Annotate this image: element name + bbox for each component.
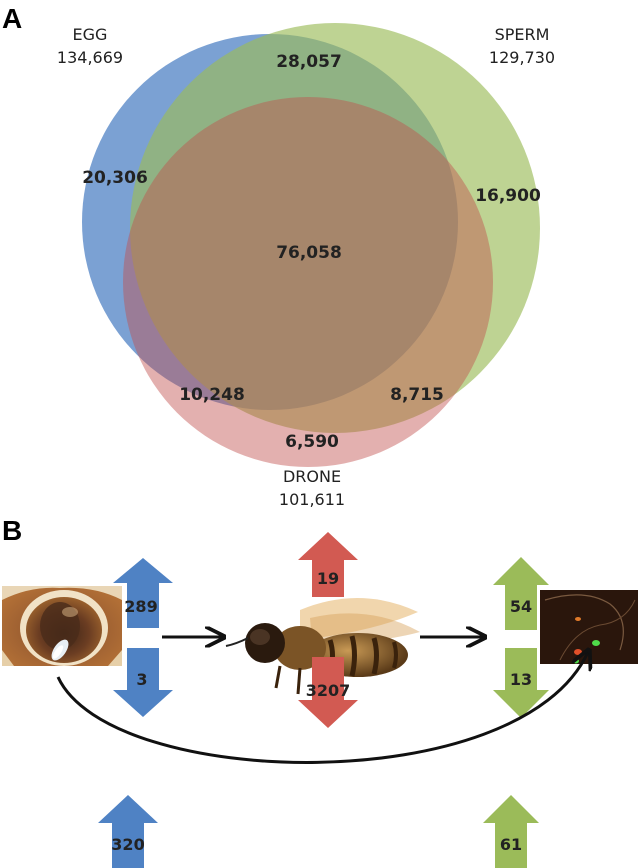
panel-b-label: B (2, 515, 22, 546)
egg-down-arrow (113, 648, 173, 717)
region-egg-only: 20,306 (82, 168, 148, 188)
egg-up-count: 289 (124, 597, 157, 616)
sperm-up-count: 54 (510, 597, 532, 616)
drone-circle (123, 97, 493, 467)
sperm-set-name: SPERM (495, 25, 550, 44)
egg-to-sperm-curve-arrow (56, 652, 588, 764)
sperm-down-arrow (493, 648, 549, 718)
egg-to-sperm-green-up-arrow (483, 795, 539, 868)
region-sperm-only: 16,900 (475, 186, 541, 206)
egg-photo (2, 586, 122, 666)
egg-up-arrow (113, 558, 173, 628)
egg-to-sperm-blue-up-arrow (98, 795, 158, 868)
egg-to-sperm-green-count: 61 (500, 835, 522, 854)
sperm-circle (130, 23, 540, 433)
region-sperm-drone: 8,715 (390, 385, 444, 405)
region-egg-drone: 10,248 (179, 385, 245, 405)
drone-up-count: 19 (317, 569, 339, 588)
drone-up-arrow (298, 532, 358, 597)
drone-down-count: 3207 (306, 681, 351, 700)
drone-set-total: 101,611 (279, 490, 345, 509)
egg-set-name: EGG (73, 25, 108, 44)
panel-a-label: A (2, 3, 22, 34)
sperm-up-arrow (493, 557, 549, 630)
sperm-set-total: 129,730 (489, 48, 555, 67)
sperm-down-count: 13 (510, 670, 532, 689)
region-all-three: 76,058 (276, 243, 342, 263)
region-egg-sperm: 28,057 (276, 52, 342, 72)
drone-set-name: DRONE (283, 467, 341, 486)
egg-down-count: 3 (136, 670, 147, 689)
region-drone-only: 6,590 (285, 432, 339, 452)
egg-set-total: 134,669 (57, 48, 123, 67)
drone-down-arrow (298, 657, 358, 728)
egg-to-sperm-blue-count: 320 (111, 835, 144, 854)
